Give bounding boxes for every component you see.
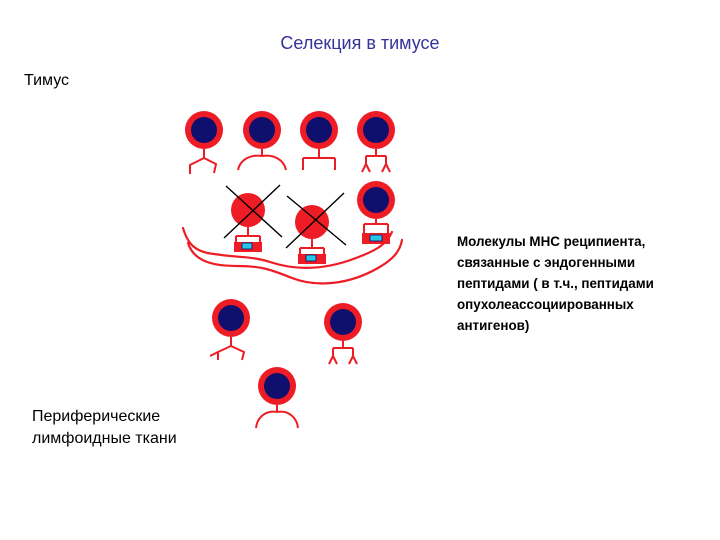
thymocyte-1 (185, 111, 223, 174)
mhc-molecules-label: Молекулы МНС реципиента, связанные с энд… (457, 231, 707, 336)
surviving-thymocyte (357, 181, 395, 244)
cell-nucleus (363, 117, 389, 143)
t-cell-receptor (209, 337, 246, 361)
thymocyte-4 (357, 111, 395, 173)
cross-mark (285, 192, 347, 249)
tcr-mhc-complex (235, 227, 261, 244)
thymocyte-3 (300, 111, 338, 170)
thymocyte-2 (237, 111, 287, 171)
peptide (369, 234, 383, 242)
mhc-label-line-4: опухолеассоциированных (457, 297, 634, 312)
peptide (305, 254, 317, 262)
mhc-label-line-5: антигенов) (457, 318, 530, 333)
epithelium-line-upper (181, 226, 394, 269)
peptide (241, 242, 253, 250)
t-cell-receptor (237, 149, 287, 171)
slide-title: Селекция в тимусе (280, 33, 440, 53)
cell-body (231, 193, 265, 227)
cell-nucleus (218, 305, 244, 331)
mhc-label-line-2: связанные с эндогенными (457, 255, 636, 270)
deleted-thymocyte-2 (285, 192, 347, 264)
cell-nucleus (330, 309, 356, 335)
cross-mark (223, 184, 283, 239)
peripheral-lymphocyte-1 (209, 299, 250, 361)
cell-nucleus (191, 117, 217, 143)
peripheral-lymphocyte-3 (255, 367, 299, 429)
peripheral-label-line-1: Периферические (32, 408, 161, 425)
t-cell-receptor (361, 149, 391, 173)
thymic-epithelium-boundary (181, 226, 404, 285)
t-cell-receptor (189, 149, 218, 174)
t-cell-receptor (328, 341, 358, 365)
cell-nucleus (306, 117, 332, 143)
peripheral-lymphocyte-2 (324, 303, 362, 365)
cell-nucleus (249, 117, 275, 143)
mhc-label-line-1: Молекулы МНС реципиента, (457, 234, 646, 249)
thymus-label: Тимус (24, 72, 70, 89)
tcr-mhc-complex (299, 239, 325, 256)
cell-nucleus (363, 187, 389, 213)
tcr-mhc-complex (363, 219, 389, 234)
t-cell-receptor (255, 405, 299, 429)
cell-nucleus (264, 373, 290, 399)
t-cell-receptor (302, 149, 336, 170)
peripheral-label-line-2: лимфоидные ткани (32, 430, 177, 447)
peripheral-tissues-label: Периферические лимфоидные ткани (32, 406, 177, 450)
epithelium-line-lower (186, 238, 404, 285)
mhc-label-line-3: пептидами ( в т.ч., пептидами (457, 276, 654, 291)
deleted-thymocyte-1 (223, 184, 283, 252)
